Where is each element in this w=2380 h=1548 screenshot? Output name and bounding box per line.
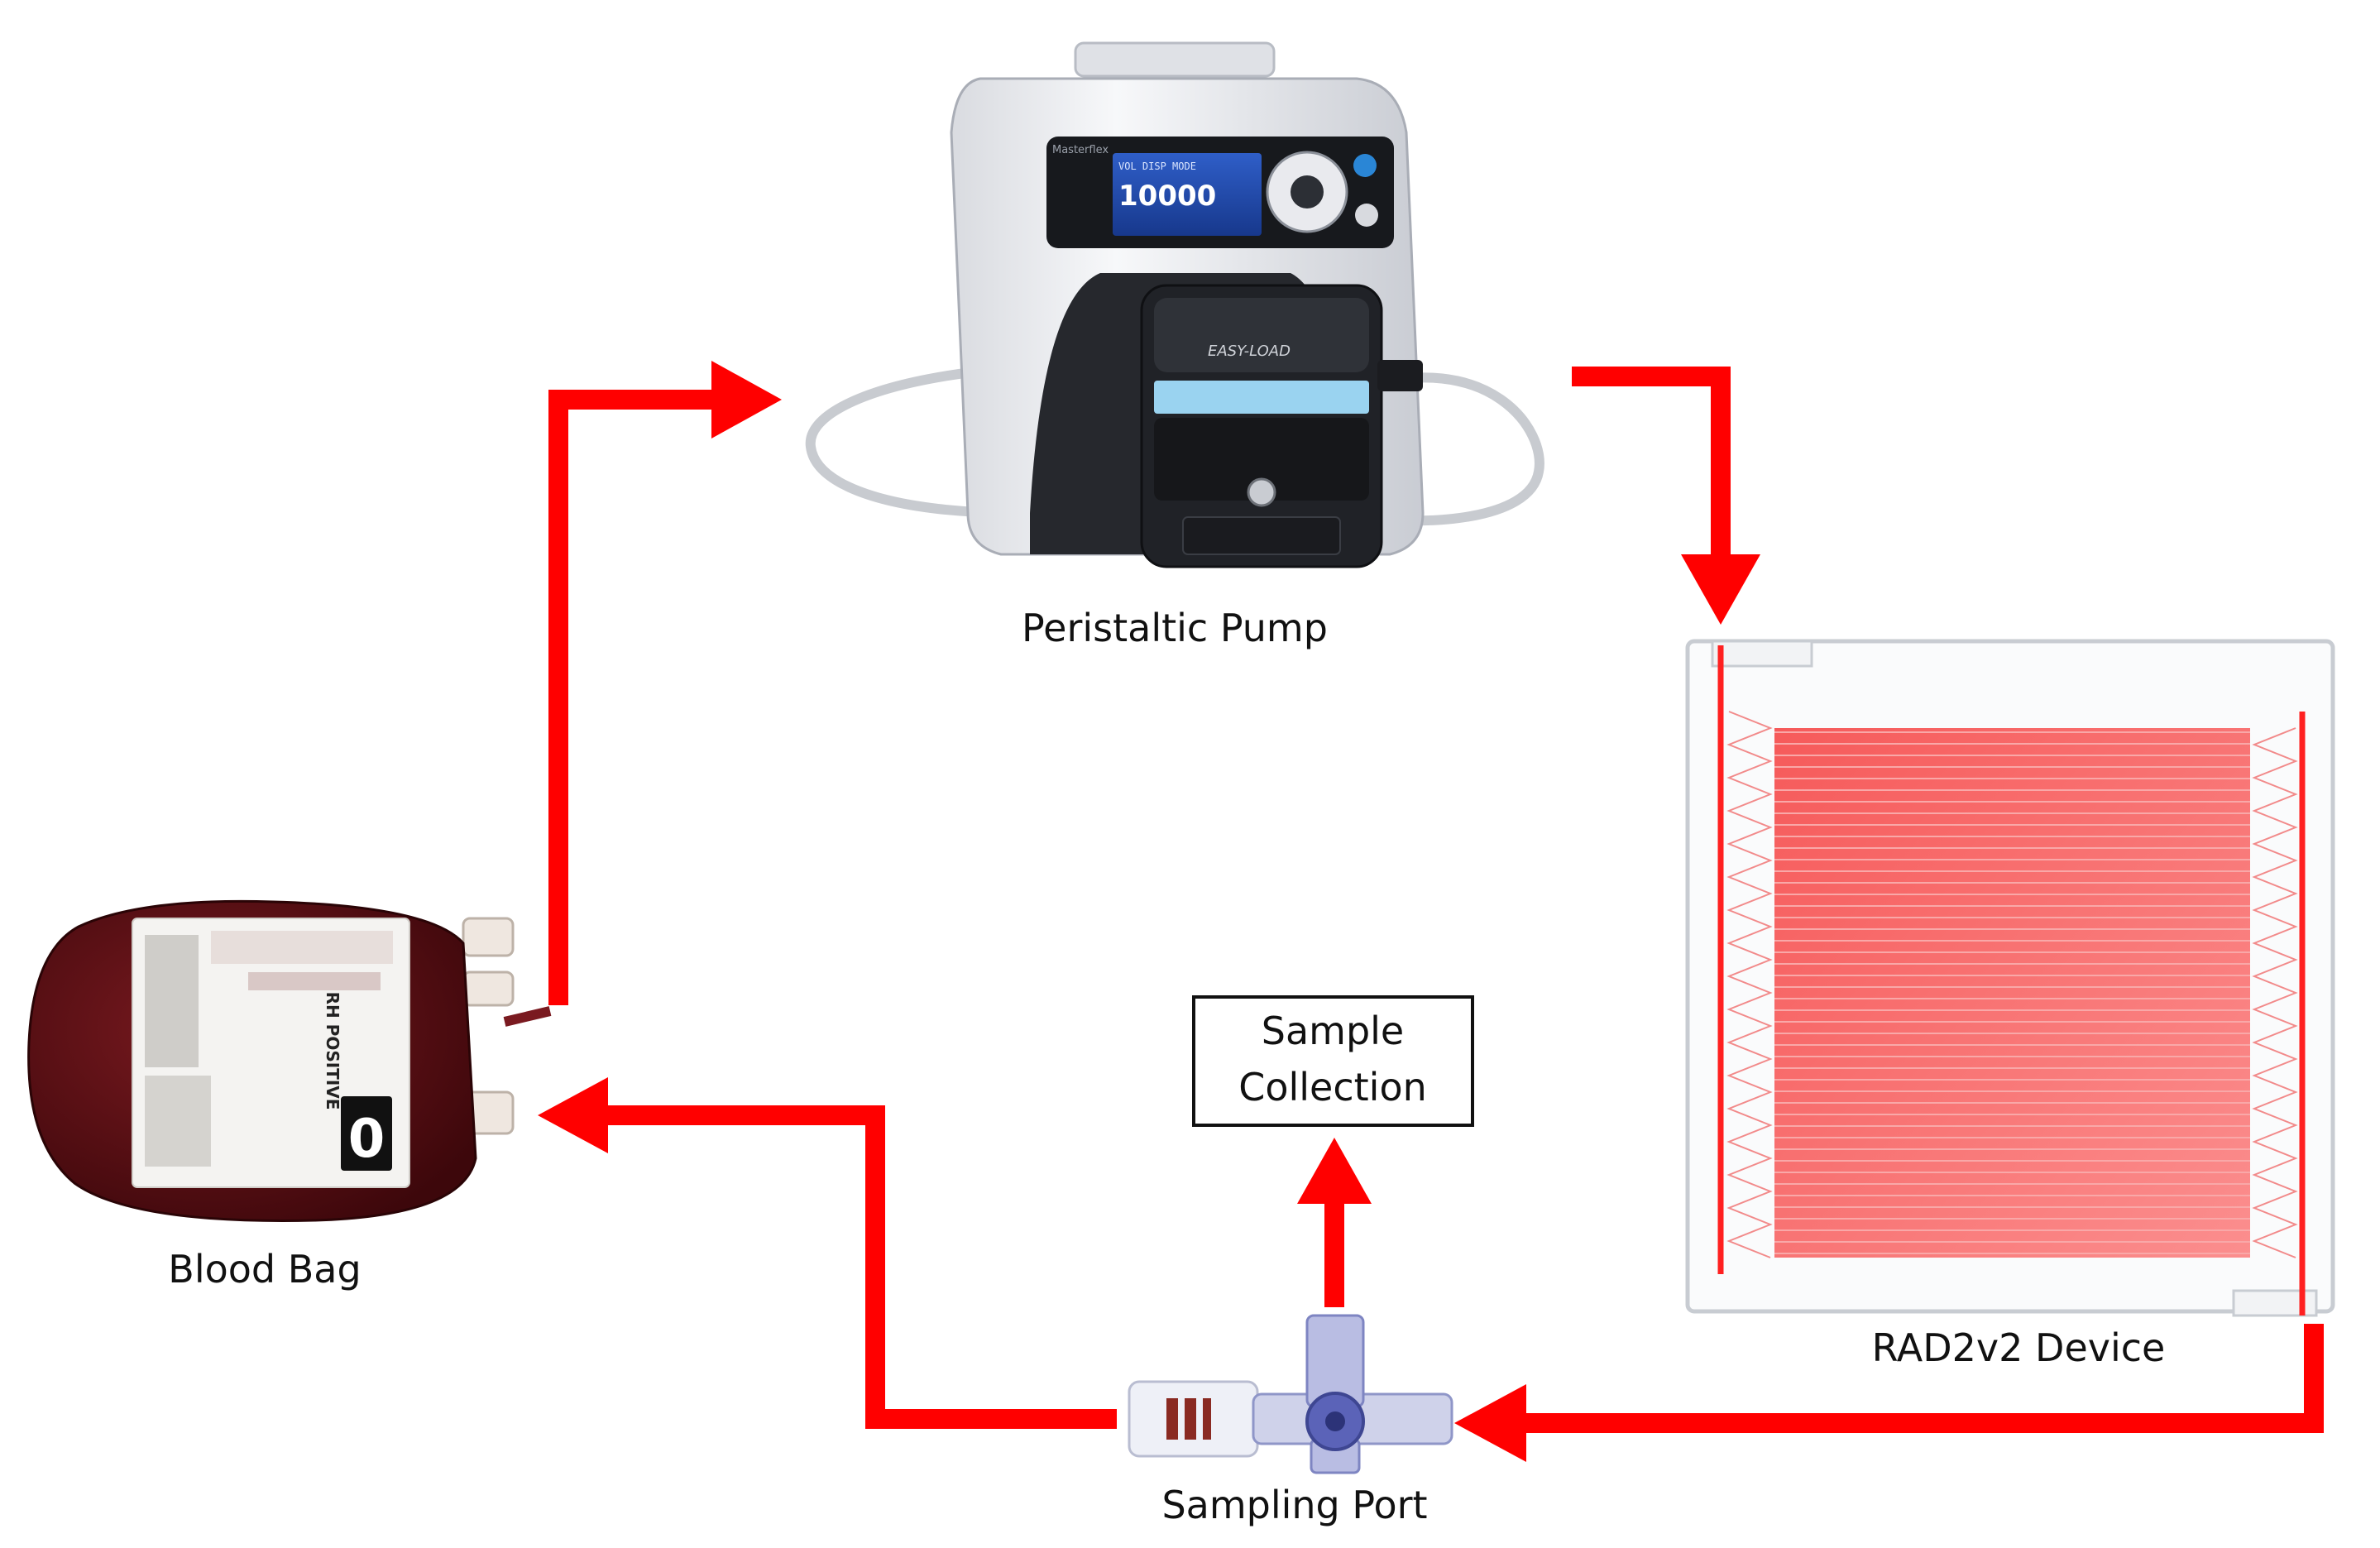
bag-port-middle (462, 970, 515, 1007)
pump-brand: Masterflex (1052, 144, 1109, 156)
arrow-head-to-pump (711, 361, 782, 439)
arrow-head-to-device (1681, 554, 1760, 625)
rad2v2-device (1685, 639, 2335, 1317)
arrow-pump-to-device (1572, 367, 1731, 571)
pump-play-button (1353, 154, 1377, 177)
pump-forward-button (1355, 204, 1378, 227)
pump-label: Peristaltic Pump (1022, 606, 1328, 650)
arrow-head-to-port (1454, 1384, 1526, 1462)
bag-port-top (462, 917, 515, 957)
blood-bag: RH POSITIVE 0 (27, 899, 552, 1222)
bag-blood-type: 0 (348, 1109, 385, 1170)
sample-collection-line1: Sample (1262, 1009, 1404, 1053)
sample-collection-box (1192, 995, 1474, 1127)
flow-arrows (538, 361, 2324, 1462)
device-label: RAD2v2 Device (1872, 1325, 2166, 1370)
arrow-port-to-bag (604, 1105, 1117, 1429)
peristaltic-pump: VOL DISP MODE 10000 Masterflex EASY-LOAD (805, 41, 1544, 568)
pump-display-screen (1113, 153, 1262, 236)
pump-head-screw (1247, 477, 1276, 507)
pump-head-label-strip (1154, 381, 1369, 414)
bag-label-text: Blood Bag (168, 1247, 361, 1292)
pump-head-brand: EASY-LOAD (1208, 343, 1291, 360)
pump-knob (1377, 360, 1423, 391)
bag-rh-text: RH POSITIVE (323, 992, 342, 1110)
device-channels (1774, 728, 2250, 1258)
bag-blood-type-box (341, 1096, 392, 1171)
arrow-bag-to-pump (548, 390, 732, 1005)
port-label: Sampling Port (1161, 1483, 1427, 1527)
arrow-head-to-bag (538, 1077, 608, 1153)
sampling-port (1128, 1314, 1453, 1474)
sample-collection-line2: Collection (1238, 1065, 1427, 1109)
pump-display-value: 10000 (1118, 180, 1216, 213)
pump-display-mode: VOL DISP MODE (1118, 161, 1196, 172)
arrow-device-to-port (1522, 1324, 2324, 1433)
arrow-head-to-collection (1297, 1138, 1372, 1204)
